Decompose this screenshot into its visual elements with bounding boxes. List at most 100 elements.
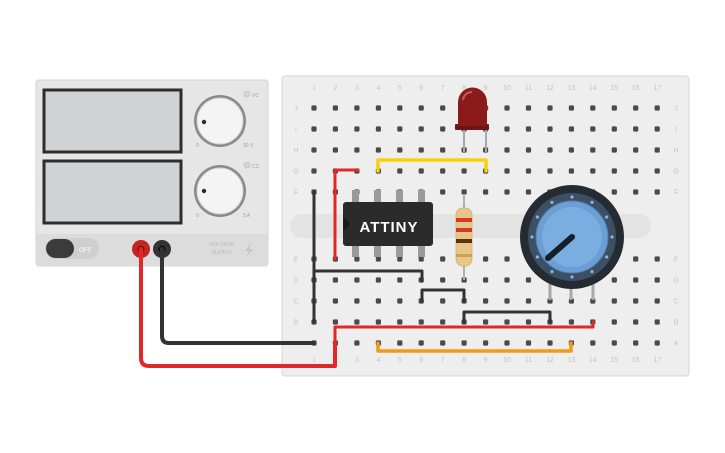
breadboard-hole[interactable] <box>311 126 317 132</box>
breadboard-hole[interactable] <box>504 189 510 195</box>
breadboard-hole[interactable] <box>332 147 338 153</box>
wire-black-jumper-2[interactable] <box>420 288 466 303</box>
breadboard-hole[interactable] <box>440 319 446 325</box>
breadboard-hole[interactable] <box>633 340 639 346</box>
breadboard-hole[interactable] <box>483 189 489 195</box>
breadboard-hole[interactable] <box>568 319 574 325</box>
breadboard-hole[interactable] <box>547 105 553 111</box>
breadboard-hole[interactable] <box>397 277 403 283</box>
breadboard-hole[interactable] <box>590 340 596 346</box>
breadboard-hole[interactable] <box>654 126 660 132</box>
breadboard-hole[interactable] <box>547 340 553 346</box>
breadboard-hole[interactable] <box>461 168 467 174</box>
breadboard-hole[interactable] <box>525 147 532 153</box>
breadboard-hole[interactable] <box>311 147 317 153</box>
breadboard-hole[interactable] <box>525 319 532 325</box>
breadboard-hole[interactable] <box>654 319 660 325</box>
breadboard-hole[interactable] <box>525 277 532 283</box>
breadboard-hole[interactable] <box>504 319 510 325</box>
breadboard-hole[interactable] <box>654 168 660 174</box>
breadboard-hole[interactable] <box>311 168 317 174</box>
breadboard-hole[interactable] <box>418 147 424 153</box>
breadboard-hole[interactable] <box>440 277 446 283</box>
breadboard-hole[interactable] <box>418 105 424 111</box>
breadboard-hole[interactable] <box>483 256 489 262</box>
breadboard-hole[interactable] <box>654 340 660 346</box>
breadboard-hole[interactable] <box>375 298 381 304</box>
breadboard-hole[interactable] <box>547 126 553 132</box>
breadboard-hole[interactable] <box>504 256 510 262</box>
breadboard-hole[interactable] <box>525 189 532 195</box>
breadboard-hole[interactable] <box>590 147 596 153</box>
breadboard-hole[interactable] <box>354 105 360 111</box>
wire-black-jumper-3[interactable] <box>462 310 552 324</box>
wire-orange[interactable] <box>376 341 573 353</box>
breadboard-hole[interactable] <box>611 147 617 153</box>
breadboard-hole[interactable] <box>525 340 532 346</box>
breadboard-hole[interactable] <box>590 105 596 111</box>
breadboard-hole[interactable] <box>483 319 489 325</box>
breadboard-hole[interactable] <box>354 256 360 262</box>
breadboard-hole[interactable] <box>418 319 424 325</box>
breadboard-hole[interactable] <box>332 319 338 325</box>
breadboard-hole[interactable] <box>654 277 660 283</box>
breadboard-hole[interactable] <box>397 340 403 346</box>
wire-black-jumper-1[interactable] <box>312 269 424 283</box>
breadboard-hole[interactable] <box>633 105 639 111</box>
breadboard-hole[interactable] <box>547 168 553 174</box>
power-switch[interactable]: OFF <box>45 238 99 259</box>
breadboard-hole[interactable] <box>375 147 381 153</box>
breadboard-hole[interactable] <box>611 298 617 304</box>
breadboard-hole[interactable] <box>568 168 574 174</box>
breadboard-hole[interactable] <box>397 319 403 325</box>
wire-yellow[interactable] <box>376 158 488 173</box>
breadboard-hole[interactable] <box>611 189 617 195</box>
breadboard-hole[interactable] <box>397 256 403 262</box>
breadboard-hole[interactable] <box>418 168 424 174</box>
breadboard-hole[interactable] <box>332 298 338 304</box>
wire-red-rail[interactable] <box>333 320 595 345</box>
breadboard-hole[interactable] <box>354 147 360 153</box>
resistor[interactable] <box>455 194 473 280</box>
breadboard-hole[interactable] <box>375 105 381 111</box>
breadboard-hole[interactable] <box>440 126 446 132</box>
breadboard-hole[interactable] <box>547 147 553 153</box>
breadboard-hole[interactable] <box>440 105 446 111</box>
breadboard-hole[interactable] <box>375 319 381 325</box>
breadboard-hole[interactable] <box>633 168 639 174</box>
breadboard-hole[interactable] <box>654 147 660 153</box>
breadboard-hole[interactable] <box>611 168 617 174</box>
breadboard-hole[interactable] <box>633 277 639 283</box>
breadboard-hole[interactable] <box>483 277 489 283</box>
breadboard-hole[interactable] <box>440 147 446 153</box>
current-knob[interactable] <box>194 165 246 217</box>
breadboard-hole[interactable] <box>633 256 639 262</box>
breadboard-hole[interactable] <box>354 126 360 132</box>
breadboard-hole[interactable] <box>332 105 338 111</box>
breadboard-hole[interactable] <box>568 105 574 111</box>
breadboard-hole[interactable] <box>397 168 403 174</box>
breadboard-hole[interactable] <box>504 298 510 304</box>
breadboard-hole[interactable] <box>375 277 381 283</box>
breadboard-hole[interactable] <box>611 126 617 132</box>
breadboard-hole[interactable] <box>418 126 424 132</box>
breadboard-hole[interactable] <box>354 277 360 283</box>
breadboard-hole[interactable] <box>525 168 532 174</box>
breadboard-hole[interactable] <box>504 126 510 132</box>
breadboard-hole[interactable] <box>504 340 510 346</box>
breadboard-hole[interactable] <box>311 105 317 111</box>
breadboard-hole[interactable] <box>633 189 639 195</box>
breadboard-hole[interactable] <box>397 147 403 153</box>
breadboard-hole[interactable] <box>483 298 489 304</box>
breadboard-hole[interactable] <box>590 168 596 174</box>
breadboard-hole[interactable] <box>633 319 639 325</box>
voltage-knob[interactable] <box>194 95 246 147</box>
power-supply[interactable]: VC 0 30 V CC 0 5 A OFF VOLTAGE SUPPLY <box>35 79 269 267</box>
breadboard-hole[interactable] <box>654 105 660 111</box>
led[interactable] <box>455 87 489 153</box>
breadboard-hole[interactable] <box>504 105 510 111</box>
breadboard-hole[interactable] <box>611 277 617 283</box>
breadboard-hole[interactable] <box>504 147 510 153</box>
breadboard-hole[interactable] <box>611 340 617 346</box>
wire-black-supply[interactable] <box>160 247 316 345</box>
